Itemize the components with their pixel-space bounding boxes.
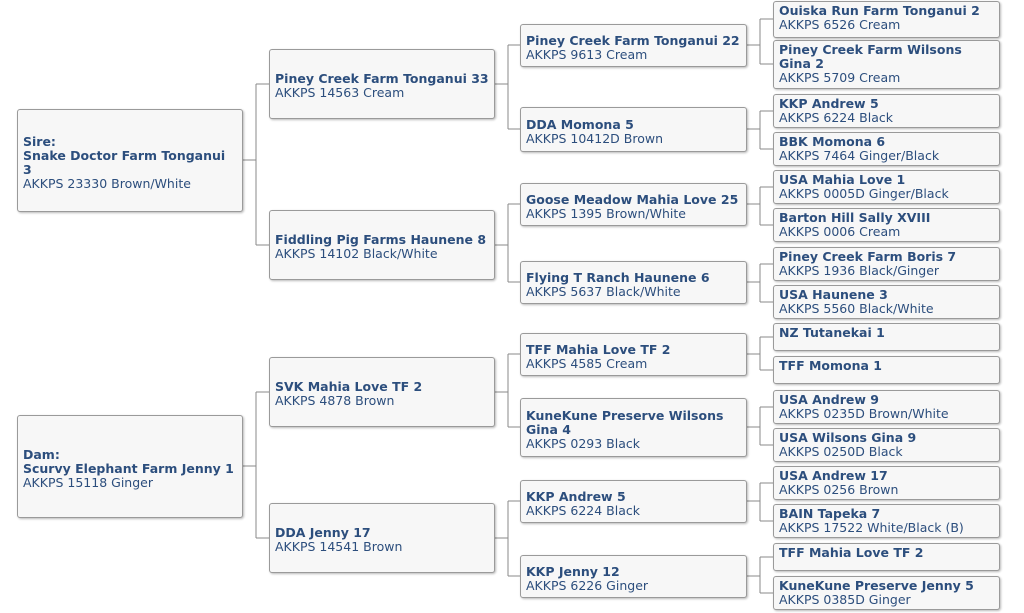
ancestor-registration: AKKPS 0005D Ginger/Black (779, 186, 949, 201)
great-great-grandparent-card[interactable]: USA Andrew 17 AKKPS 0256 Brown (773, 466, 1000, 500)
grandparent-card[interactable]: Piney Creek Farm Tonganui 33 AKKPS 14563… (269, 49, 495, 119)
great-grandparent-card[interactable]: KKP Andrew 5 AKKPS 6224 Black (520, 480, 747, 523)
grandparent-name: SVK Mahia Love TF 2 (275, 379, 423, 394)
great-grandparent-name: Goose Meadow Mahia Love 25 (526, 191, 739, 207)
sire-registration: AKKPS 23330 Brown/White (23, 175, 191, 191)
ancestor-name: USA Mahia Love 1 (779, 172, 906, 187)
grandparent-registration: AKKPS 14541 Brown (275, 539, 403, 554)
dam-role-label: Dam: (23, 446, 60, 462)
grandparent-registration: AKKPS 14563 Cream (275, 85, 405, 100)
great-grandparent-registration: AKKPS 1395 Brown/White (526, 205, 686, 221)
great-grandparent-card[interactable]: Goose Meadow Mahia Love 25 AKKPS 1395 Br… (520, 183, 747, 226)
ancestor-name: KKP Andrew 5 (779, 96, 879, 111)
great-great-grandparent-card[interactable]: USA Mahia Love 1 AKKPS 0005D Ginger/Blac… (773, 170, 1000, 204)
great-grandparent-name: KuneKune Preserve Wilsons Gina 4 (526, 407, 724, 437)
ancestor-registration: AKKPS 0006 Cream (779, 224, 901, 239)
ancestor-registration: AKKPS 0235D Brown/White (779, 406, 949, 421)
great-grandparent-name: Flying T Ranch Haunene 6 (526, 269, 710, 285)
ancestor-name: Ouiska Run Farm Tonganui 2 (779, 3, 980, 18)
great-great-grandparent-card[interactable]: Ouiska Run Farm Tonganui 2 AKKPS 6526 Cr… (773, 1, 1000, 38)
ancestor-name: TFF Momona 1 (779, 358, 882, 373)
great-grandparent-card[interactable]: TFF Mahia Love TF 2 AKKPS 4585 Cream (520, 333, 747, 376)
sire-card[interactable]: Sire: Snake Doctor Farm Tonganui 3 AKKPS… (17, 109, 243, 212)
ancestor-name: USA Haunene 3 (779, 287, 888, 302)
great-grandparent-card[interactable]: DDA Momona 5 AKKPS 10412D Brown (520, 107, 747, 152)
ancestor-registration: AKKPS 0385D Ginger (779, 592, 911, 607)
ancestor-name: NZ Tutanekai 1 (779, 325, 885, 340)
ancestor-name: USA Wilsons Gina 9 (779, 430, 917, 445)
grandparent-name: Piney Creek Farm Tonganui 33 (275, 71, 489, 86)
grandparent-card[interactable]: SVK Mahia Love TF 2 AKKPS 4878 Brown (269, 357, 495, 427)
grandparent-name: DDA Jenny 17 (275, 525, 371, 540)
grandparent-card[interactable]: Fiddling Pig Farms Haunene 8 AKKPS 14102… (269, 210, 495, 280)
grandparent-registration: AKKPS 4878 Brown (275, 393, 395, 408)
sire-name: Snake Doctor Farm Tonganui 3 (23, 147, 226, 177)
great-great-grandparent-card[interactable]: Piney Creek Farm Wilsons Gina 2 AKKPS 57… (773, 40, 1000, 89)
ancestor-name: Piney Creek Farm Boris 7 (779, 249, 957, 264)
great-grandparent-registration: AKKPS 6224 Black (526, 502, 640, 518)
ancestor-name: Piney Creek Farm Wilsons Gina 2 (779, 42, 962, 71)
great-grandparent-name: Piney Creek Farm Tonganui 22 (526, 32, 740, 48)
great-great-grandparent-card[interactable]: BBK Momona 6 AKKPS 7464 Ginger/Black (773, 132, 1000, 166)
dam-card[interactable]: Dam: Scurvy Elephant Farm Jenny 1 AKKPS … (17, 415, 243, 518)
great-grandparent-name: KKP Jenny 12 (526, 563, 620, 579)
great-great-grandparent-card[interactable]: USA Wilsons Gina 9 AKKPS 0250D Black (773, 428, 1000, 462)
great-great-grandparent-card[interactable]: KuneKune Preserve Jenny 5 AKKPS 0385D Gi… (773, 576, 1000, 610)
great-great-grandparent-card[interactable]: USA Andrew 9 AKKPS 0235D Brown/White (773, 390, 1000, 424)
sire-role-label: Sire: (23, 133, 56, 149)
ancestor-registration: AKKPS 7464 Ginger/Black (779, 148, 940, 163)
great-grandparent-name: KKP Andrew 5 (526, 488, 626, 504)
ancestor-registration: AKKPS 5709 Cream (779, 70, 901, 85)
ancestor-name: Barton Hill Sally XVIII (779, 210, 931, 225)
dam-registration: AKKPS 15118 Ginger (23, 474, 153, 490)
great-grandparent-registration: AKKPS 5637 Black/White (526, 283, 681, 299)
great-great-grandparent-card[interactable]: Barton Hill Sally XVIII AKKPS 0006 Cream (773, 208, 1000, 242)
great-grandparent-card[interactable]: Flying T Ranch Haunene 6 AKKPS 5637 Blac… (520, 261, 747, 304)
great-great-grandparent-card[interactable]: BAIN Tapeka 7 AKKPS 17522 White/Black (B… (773, 504, 1000, 538)
dam-name: Scurvy Elephant Farm Jenny 1 (23, 460, 234, 476)
ancestor-name: TFF Mahia Love TF 2 (779, 545, 924, 560)
ancestor-registration: AKKPS 5560 Black/White (779, 301, 934, 316)
ancestor-registration: AKKPS 0250D Black (779, 444, 903, 459)
great-great-grandparent-card[interactable]: USA Haunene 3 AKKPS 5560 Black/White (773, 285, 1000, 319)
ancestor-registration: AKKPS 1936 Black/Ginger (779, 263, 940, 278)
great-grandparent-registration: AKKPS 6226 Ginger (526, 577, 649, 593)
grandparent-registration: AKKPS 14102 Black/White (275, 246, 438, 261)
ancestor-name: USA Andrew 17 (779, 468, 888, 483)
great-grandparent-name: DDA Momona 5 (526, 116, 634, 132)
grandparent-name: Fiddling Pig Farms Haunene 8 (275, 232, 487, 247)
ancestor-registration: AKKPS 6526 Cream (779, 17, 901, 32)
great-great-grandparent-card[interactable]: TFF Momona 1 (773, 356, 1000, 384)
great-grandparent-card[interactable]: Piney Creek Farm Tonganui 22 AKKPS 9613 … (520, 24, 747, 67)
grandparent-card[interactable]: DDA Jenny 17 AKKPS 14541 Brown (269, 503, 495, 573)
ancestor-name: BAIN Tapeka 7 (779, 506, 881, 521)
great-grandparent-registration: AKKPS 9613 Cream (526, 46, 648, 62)
great-grandparent-registration: AKKPS 0293 Black (526, 435, 640, 451)
great-grandparent-name: TFF Mahia Love TF 2 (526, 341, 671, 357)
great-grandparent-card[interactable]: KuneKune Preserve Wilsons Gina 4 AKKPS 0… (520, 398, 747, 457)
great-great-grandparent-card[interactable]: NZ Tutanekai 1 (773, 323, 1000, 351)
great-grandparent-registration: AKKPS 4585 Cream (526, 355, 648, 371)
ancestor-registration: AKKPS 6224 Black (779, 110, 893, 125)
ancestor-name: USA Andrew 9 (779, 392, 879, 407)
ancestor-registration: AKKPS 0256 Brown (779, 482, 899, 497)
great-grandparent-card[interactable]: KKP Jenny 12 AKKPS 6226 Ginger (520, 555, 747, 598)
great-great-grandparent-card[interactable]: KKP Andrew 5 AKKPS 6224 Black (773, 94, 1000, 128)
great-grandparent-registration: AKKPS 10412D Brown (526, 130, 663, 146)
great-great-grandparent-card[interactable]: Piney Creek Farm Boris 7 AKKPS 1936 Blac… (773, 247, 1000, 281)
great-great-grandparent-card[interactable]: TFF Mahia Love TF 2 (773, 543, 1000, 571)
ancestor-name: BBK Momona 6 (779, 134, 886, 149)
ancestor-registration: AKKPS 17522 White/Black (B) (779, 520, 964, 535)
ancestor-name: KuneKune Preserve Jenny 5 (779, 578, 974, 593)
